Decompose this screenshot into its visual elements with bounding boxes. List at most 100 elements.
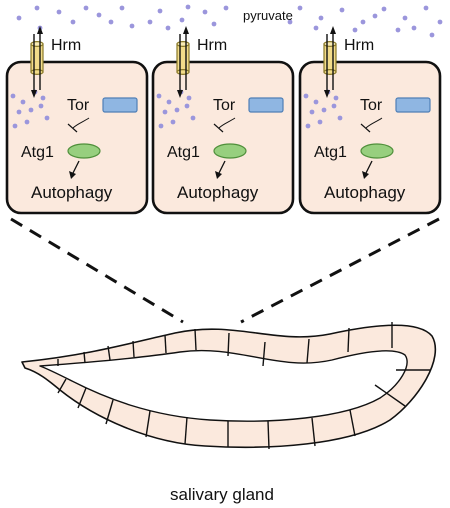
pyruvate-dot <box>40 95 46 101</box>
pyruvate-dot <box>108 19 114 25</box>
export-arrow <box>37 26 43 90</box>
hrm-label: Hrm <box>344 37 374 54</box>
pyruvate-dot <box>423 5 429 11</box>
tor-label: Tor <box>67 97 90 114</box>
pyruvate-dot <box>158 123 164 129</box>
import-arrow <box>31 34 37 98</box>
salivary-gland-segments <box>57 322 430 450</box>
pyruvate-dot <box>402 15 408 21</box>
pyruvate-dot <box>360 19 366 25</box>
atg1-protein <box>213 143 247 159</box>
pyruvate-dot <box>395 27 401 33</box>
pyruvate-dot <box>313 99 319 105</box>
hrm-label: Hrm <box>51 37 81 54</box>
pyruvate-dot <box>10 93 16 99</box>
tor-label: Tor <box>360 97 383 114</box>
import-arrow <box>324 34 330 98</box>
pyruvate-dot <box>309 109 315 115</box>
pyruvate-dot <box>190 115 196 121</box>
pyruvate-dot <box>157 8 163 14</box>
pyruvate-dot <box>20 99 26 105</box>
tor-inhibits-atg1 <box>213 117 236 133</box>
hrm-label: Hrm <box>197 37 227 54</box>
pyruvate-dot <box>38 103 44 109</box>
pyruvate-dot <box>317 119 323 125</box>
pyruvate-dot <box>162 109 168 115</box>
pyruvate-dot <box>318 15 324 21</box>
zoom-line-right <box>240 217 440 324</box>
pyruvate-dot <box>331 103 337 109</box>
pyruvate-dot <box>119 5 125 11</box>
pyruvate-dot <box>174 107 180 113</box>
atg1-protein <box>67 143 101 159</box>
export-arrow <box>330 26 336 90</box>
pyruvate-dot <box>339 7 345 13</box>
pyruvate-dot <box>28 107 34 113</box>
tor-protein <box>395 97 431 113</box>
atg1-label: Atg1 <box>314 144 347 161</box>
tor-protein <box>102 97 138 113</box>
pyruvate-dot <box>170 119 176 125</box>
pyruvate-dot <box>429 32 435 38</box>
pyruvate-dot <box>321 107 327 113</box>
pyruvate-dot <box>34 5 40 11</box>
pyruvate-dot <box>44 115 50 121</box>
salivary-gland-lumen-edge <box>39 349 408 422</box>
autophagy-label: Autophagy <box>324 183 406 202</box>
salivary-gland-drawing <box>21 322 437 450</box>
pyruvate-dot <box>372 13 378 19</box>
pyruvate-dot <box>129 23 135 29</box>
pyruvate-dot <box>186 95 192 101</box>
atg1-to-autophagy-arrow <box>215 160 226 179</box>
pyruvate-dot <box>337 115 343 121</box>
pyruvate-dot <box>313 25 319 31</box>
hrm-channel <box>323 40 337 75</box>
tor-inhibits-atg1 <box>360 117 383 133</box>
pyruvate-dot <box>202 9 208 15</box>
import-arrow <box>177 34 183 98</box>
pyruvate-dot <box>16 109 22 115</box>
pyruvate-dot <box>211 21 217 27</box>
pyruvate-dot <box>70 19 76 25</box>
pyruvate-dot <box>179 17 185 23</box>
atg1-to-autophagy-arrow <box>362 160 373 179</box>
autophagy-label: Autophagy <box>177 183 259 202</box>
pyruvate-dot <box>303 93 309 99</box>
atg1-label: Atg1 <box>167 144 200 161</box>
pyruvate-dot <box>305 123 311 129</box>
pyruvate-dot <box>381 6 387 12</box>
pyruvate-dot <box>12 123 18 129</box>
pyruvate-dot <box>184 103 190 109</box>
tor-protein <box>248 97 284 113</box>
hrm-channel <box>30 40 44 75</box>
pyruvate-dot <box>287 19 293 25</box>
pyruvate-dot <box>16 15 22 21</box>
pyruvate-dot <box>24 119 30 125</box>
extracellular-pyruvate-dots <box>16 4 443 38</box>
pyruvate-dot <box>156 93 162 99</box>
pyruvate-dot <box>352 27 358 33</box>
pyruvate-dot <box>56 9 62 15</box>
pyruvate-dot <box>223 5 229 11</box>
tor-label: Tor <box>213 97 236 114</box>
atg1-to-autophagy-arrow <box>69 160 80 179</box>
pyruvate-dot <box>147 19 153 25</box>
cell-row: HrmTorAtg1AutophagyHrmTorAtg1AutophagyHr… <box>5 26 442 215</box>
pyruvate-dot <box>83 5 89 11</box>
zoom-line-left <box>10 217 184 324</box>
pyruvate-dot <box>411 25 417 31</box>
pyruvate-dot <box>96 12 102 18</box>
pyruvate-label: pyruvate <box>243 8 293 23</box>
atg1-protein <box>360 143 394 159</box>
pyruvate-dot <box>165 25 171 31</box>
salivary-gland-label: salivary gland <box>170 485 274 504</box>
pyruvate-dot <box>333 95 339 101</box>
autophagy-label: Autophagy <box>31 183 113 202</box>
atg1-label: Atg1 <box>21 144 54 161</box>
pyruvate-dot <box>297 5 303 11</box>
pyruvate-dot <box>185 4 191 10</box>
